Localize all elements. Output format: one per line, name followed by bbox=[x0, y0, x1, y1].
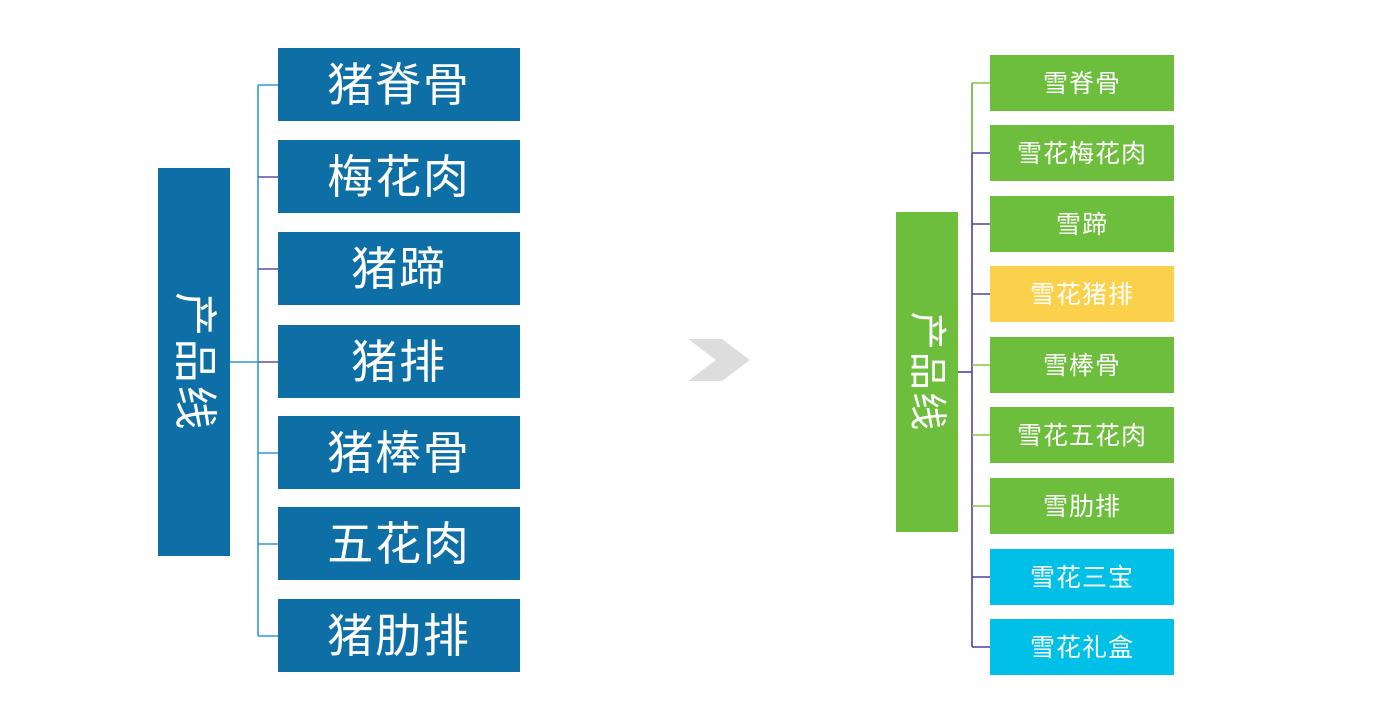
right-node-5-label: 雪棒骨 bbox=[1042, 350, 1121, 380]
right-node-7[interactable]: 雪肋排 bbox=[990, 478, 1174, 534]
left-node-3-label: 猪蹄 bbox=[351, 241, 447, 296]
left-node-3[interactable]: 猪蹄 bbox=[278, 232, 520, 305]
left-node-1-label: 猪脊骨 bbox=[327, 57, 471, 112]
transition-arrow-icon bbox=[688, 339, 750, 381]
left-node-6[interactable]: 五花肉 bbox=[278, 507, 520, 580]
left-node-2-label: 梅花肉 bbox=[327, 149, 471, 204]
right-node-8-label: 雪花三宝 bbox=[1029, 562, 1134, 592]
right-node-7-label: 雪肋排 bbox=[1042, 491, 1121, 521]
left-node-4-label: 猪排 bbox=[351, 334, 447, 389]
left-trunk-label-text: 产品线 bbox=[169, 292, 221, 432]
right-node-1-label: 雪脊骨 bbox=[1042, 68, 1121, 98]
right-node-2-label: 雪花梅花肉 bbox=[1016, 138, 1147, 168]
left-node-1[interactable]: 猪脊骨 bbox=[278, 48, 520, 121]
right-node-9[interactable]: 雪花礼盒 bbox=[990, 619, 1174, 675]
left-trunk-label-box: 产品线 bbox=[158, 168, 230, 556]
right-node-6[interactable]: 雪花五花肉 bbox=[990, 407, 1174, 463]
left-node-2[interactable]: 梅花肉 bbox=[278, 140, 520, 213]
left-node-4[interactable]: 猪排 bbox=[278, 325, 520, 398]
right-trunk-label-text: 产品线 bbox=[905, 311, 949, 433]
right-node-8[interactable]: 雪花三宝 bbox=[990, 549, 1174, 605]
right-trunk-label-box: 产品线 bbox=[896, 212, 958, 532]
left-node-5[interactable]: 猪棒骨 bbox=[278, 416, 520, 489]
right-node-2[interactable]: 雪花梅花肉 bbox=[990, 125, 1174, 181]
right-node-4-label: 雪花猪排 bbox=[1029, 279, 1134, 309]
left-node-7-label: 猪肋排 bbox=[327, 608, 471, 663]
left-node-5-label: 猪棒骨 bbox=[327, 425, 471, 480]
left-node-6-label: 五花肉 bbox=[327, 516, 471, 571]
right-node-4[interactable]: 雪花猪排 bbox=[990, 266, 1174, 322]
right-node-9-label: 雪花礼盒 bbox=[1029, 632, 1134, 662]
left-node-7[interactable]: 猪肋排 bbox=[278, 599, 520, 672]
right-node-3-label: 雪蹄 bbox=[1055, 209, 1108, 239]
right-node-5[interactable]: 雪棒骨 bbox=[990, 337, 1174, 393]
right-node-3[interactable]: 雪蹄 bbox=[990, 196, 1174, 252]
right-node-1[interactable]: 雪脊骨 bbox=[990, 55, 1174, 111]
right-node-6-label: 雪花五花肉 bbox=[1016, 420, 1147, 450]
